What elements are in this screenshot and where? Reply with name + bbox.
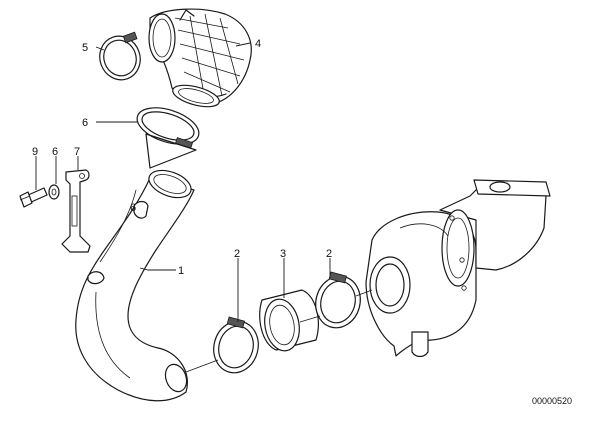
callout-6-upper: 6 (82, 117, 88, 129)
callout-1: 1 (178, 265, 184, 277)
part-5-hose-clamp (99, 31, 141, 81)
part-6-clamp-upper (136, 107, 200, 149)
callout-2-right: 2 (326, 248, 332, 260)
duct-connector-segment (145, 133, 197, 169)
part-4-intake-housing (148, 8, 252, 108)
leader-lines (35, 42, 331, 322)
callout-4: 4 (255, 38, 261, 50)
part-7-bracket (61, 169, 91, 253)
part-9-bolt (19, 187, 48, 208)
turbocharger (365, 179, 551, 358)
part-2-hose-clamp-right (315, 271, 361, 329)
part-2-hose-clamp-left (213, 316, 259, 374)
callout-9: 9 (32, 146, 38, 158)
part-1-intake-duct (75, 169, 195, 402)
callout-5: 5 (82, 42, 88, 54)
callout-7: 7 (74, 146, 80, 158)
part-6-washer (48, 184, 60, 200)
callout-6-washer: 6 (52, 146, 58, 158)
assembly-centerlines (19, 195, 373, 373)
callout-2-left: 2 (234, 248, 240, 260)
callout-3: 3 (280, 248, 286, 260)
callout-6-duct: 6 (130, 202, 136, 214)
diagram-id: 00000520 (532, 396, 572, 406)
part-3-sleeve (259, 289, 319, 352)
